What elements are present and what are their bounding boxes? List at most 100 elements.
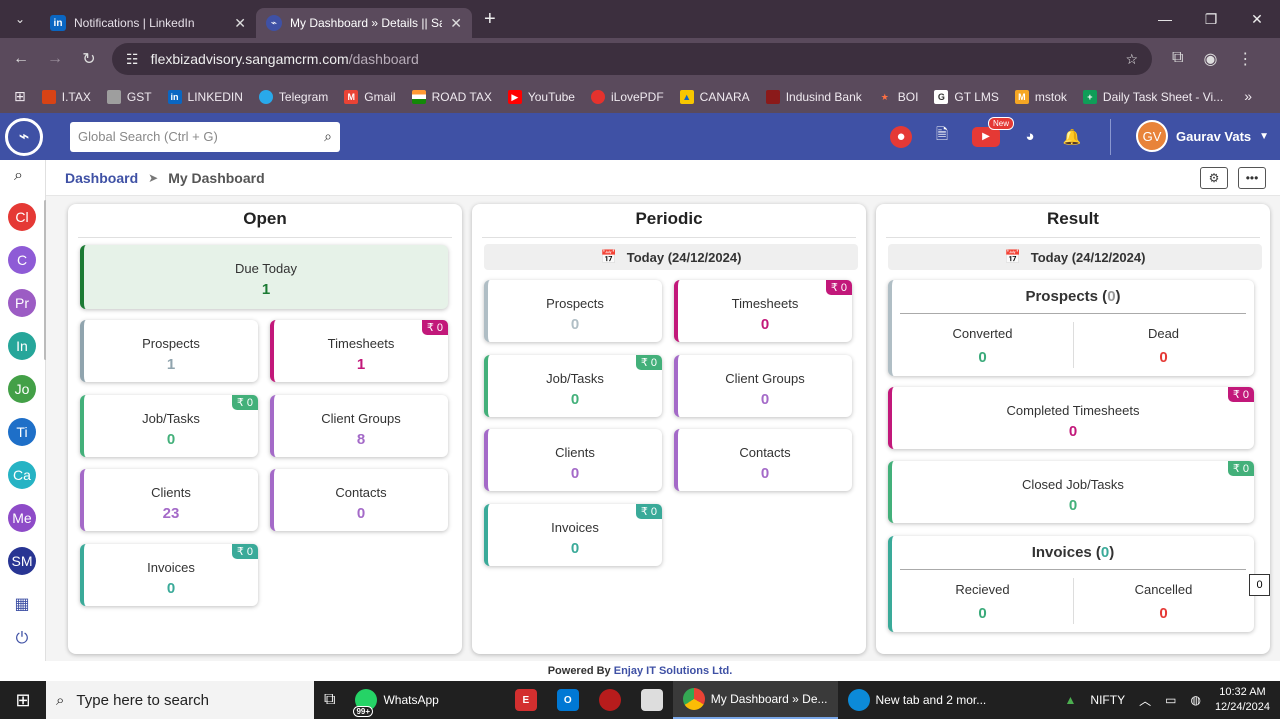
sidebar-item-clients[interactable]: Cl <box>8 203 36 231</box>
more-options-button[interactable]: ••• <box>1238 167 1266 189</box>
app-logo[interactable]: ⌁ <box>0 113 48 160</box>
battery-icon[interactable]: ▭ <box>1165 693 1177 707</box>
taskbar-clock[interactable]: 10:32 AM 12/24/2024 <box>1215 685 1270 715</box>
bookmark-ilovepdf[interactable]: iLovePDF <box>590 89 664 104</box>
maximize-icon[interactable]: ❐ <box>1204 10 1218 27</box>
received-stat[interactable]: Recieved 0 <box>892 578 1073 624</box>
stock-widget[interactable]: NIFTY <box>1090 693 1126 707</box>
user-menu[interactable]: GV Gaurav Vats ▼ <box>1136 120 1269 152</box>
chevron-up-icon[interactable]: ︿ <box>1139 693 1152 708</box>
bell-icon[interactable]: 🔔 <box>1062 128 1082 146</box>
search-icon[interactable]: ⌕ <box>324 128 332 144</box>
taskbar-app-3[interactable] <box>589 681 631 719</box>
result-date-filter[interactable]: 📅 Today (24/12/2024) <box>888 244 1262 270</box>
sidebar-item-jobs[interactable]: Jo <box>8 375 36 403</box>
document-search-icon[interactable]: 🗎 <box>935 126 949 143</box>
taskbar-app-e[interactable]: E <box>505 681 547 719</box>
sidebar-item-contacts[interactable]: C <box>8 246 36 274</box>
footer-brand-link[interactable]: Enjay IT Solutions Ltd. <box>613 665 733 677</box>
address-bar[interactable]: ☷ flexbizadvisory.sangamcrm.com/dashboar… <box>112 43 1152 75</box>
chrome-menu-icon[interactable]: ⋮ <box>1237 51 1254 68</box>
power-icon[interactable]: ⏻ <box>15 630 29 647</box>
back-icon[interactable]: ← <box>13 50 29 67</box>
apps-grid-icon[interactable]: ⊞ <box>14 88 26 104</box>
due-today-card[interactable]: Due Today 1 <box>80 245 448 309</box>
cancelled-stat[interactable]: Cancelled 0 <box>1073 578 1254 624</box>
sidebar-item-sm[interactable]: SM <box>8 547 36 575</box>
taskbar-app-4[interactable] <box>631 681 673 719</box>
bookmark-daily-task[interactable]: +Daily Task Sheet - Vi... <box>1082 89 1223 104</box>
sidebar-scrollbar[interactable] <box>44 200 47 360</box>
network-icon[interactable]: ◍ <box>1190 693 1201 707</box>
periodic-date-filter[interactable]: 📅 Today (24/12/2024) <box>484 244 858 270</box>
keyboard-icon[interactable]: ▦ <box>14 596 30 613</box>
bookmark-road-tax[interactable]: ROAD TAX <box>411 89 492 104</box>
bookmark-telegram[interactable]: Telegram <box>258 89 328 104</box>
bookmark-youtube[interactable]: ▶YouTube <box>507 89 575 104</box>
tab-dashboard[interactable]: ⌁ My Dashboard » Details || Sangam ✕ <box>256 8 472 38</box>
settings-button[interactable]: ⚙ <box>1200 167 1228 189</box>
bookmark-itax[interactable]: I.TAX <box>41 89 91 104</box>
bookmark-canara[interactable]: ▲CANARA <box>679 89 750 104</box>
sidebar-item-calendar[interactable]: Ca <box>8 461 36 489</box>
task-view-icon[interactable]: ⧉ <box>324 691 336 708</box>
dead-stat[interactable]: Dead 0 <box>1073 322 1254 368</box>
taskbar-chrome[interactable]: My Dashboard » De... <box>672 681 838 719</box>
closed-jobs-card[interactable]: ₹ 0 Closed Job/Tasks 0 <box>888 461 1254 523</box>
forward-icon[interactable]: → <box>47 50 63 67</box>
result-invoices-card[interactable]: Invoices (0) Recieved 0 Cancelled 0 <box>888 536 1254 632</box>
tab-search-icon[interactable]: ⌄ <box>14 12 26 26</box>
new-tab-button[interactable]: + <box>484 7 496 30</box>
tab-linkedin[interactable]: in Notifications | LinkedIn ✕ <box>40 8 256 38</box>
close-window-icon[interactable]: ✕ <box>1251 10 1263 27</box>
close-icon[interactable]: ✕ <box>450 14 462 31</box>
converted-stat[interactable]: Converted 0 <box>892 322 1073 368</box>
floating-counter[interactable]: 0 <box>1249 574 1270 596</box>
youtube-icon[interactable]: ▶New <box>972 116 1014 147</box>
breadcrumb-dashboard-link[interactable]: Dashboard <box>65 169 139 186</box>
windows-start-icon[interactable]: ⊞ <box>15 689 31 710</box>
completed-timesheets-card[interactable]: ₹ 0 Completed Timesheets 0 <box>888 387 1254 449</box>
site-info-icon[interactable]: ☷ <box>126 50 139 67</box>
chevron-right-icon[interactable]: » <box>1244 88 1252 104</box>
result-prospects-card[interactable]: Prospects (0) Converted 0 Dead 0 <box>888 280 1254 376</box>
sidebar-item-invoices[interactable]: In <box>8 332 36 360</box>
sidebar-item-meetings[interactable]: Me <box>8 504 36 532</box>
search-icon[interactable]: ⌕ <box>14 167 23 184</box>
close-icon[interactable]: ✕ <box>234 14 246 31</box>
bookmark-star-icon[interactable]: ☆ <box>1125 50 1138 67</box>
taskbar-outlook[interactable]: O <box>547 681 589 719</box>
globe-icon[interactable]: ◕ <box>1025 128 1035 145</box>
bookmark-indusind[interactable]: Indusind Bank <box>765 89 862 104</box>
taskbar-edge[interactable]: New tab and 2 mor... <box>838 681 997 719</box>
bookmark-gst[interactable]: GST <box>106 89 152 104</box>
extensions-icon[interactable]: ⧉ <box>1172 49 1184 66</box>
location-pin-icon[interactable]: ● <box>890 125 912 148</box>
taskbar-search-input[interactable]: ⌕ Type here to search <box>46 681 314 719</box>
minimize-icon[interactable]: — <box>1158 11 1172 27</box>
sidebar-item-timesheets[interactable]: Ti <box>8 418 36 446</box>
global-search-input[interactable]: Global Search (Ctrl + G) ⌕ <box>70 121 340 152</box>
bookmark-boi[interactable]: ★BOI <box>878 90 919 104</box>
profile-icon[interactable]: ◉ <box>1203 51 1218 68</box>
taskbar-whatsapp[interactable]: 99+ WhatsApp <box>345 681 448 719</box>
sidebar-item-prospects[interactable]: Pr <box>8 289 36 317</box>
